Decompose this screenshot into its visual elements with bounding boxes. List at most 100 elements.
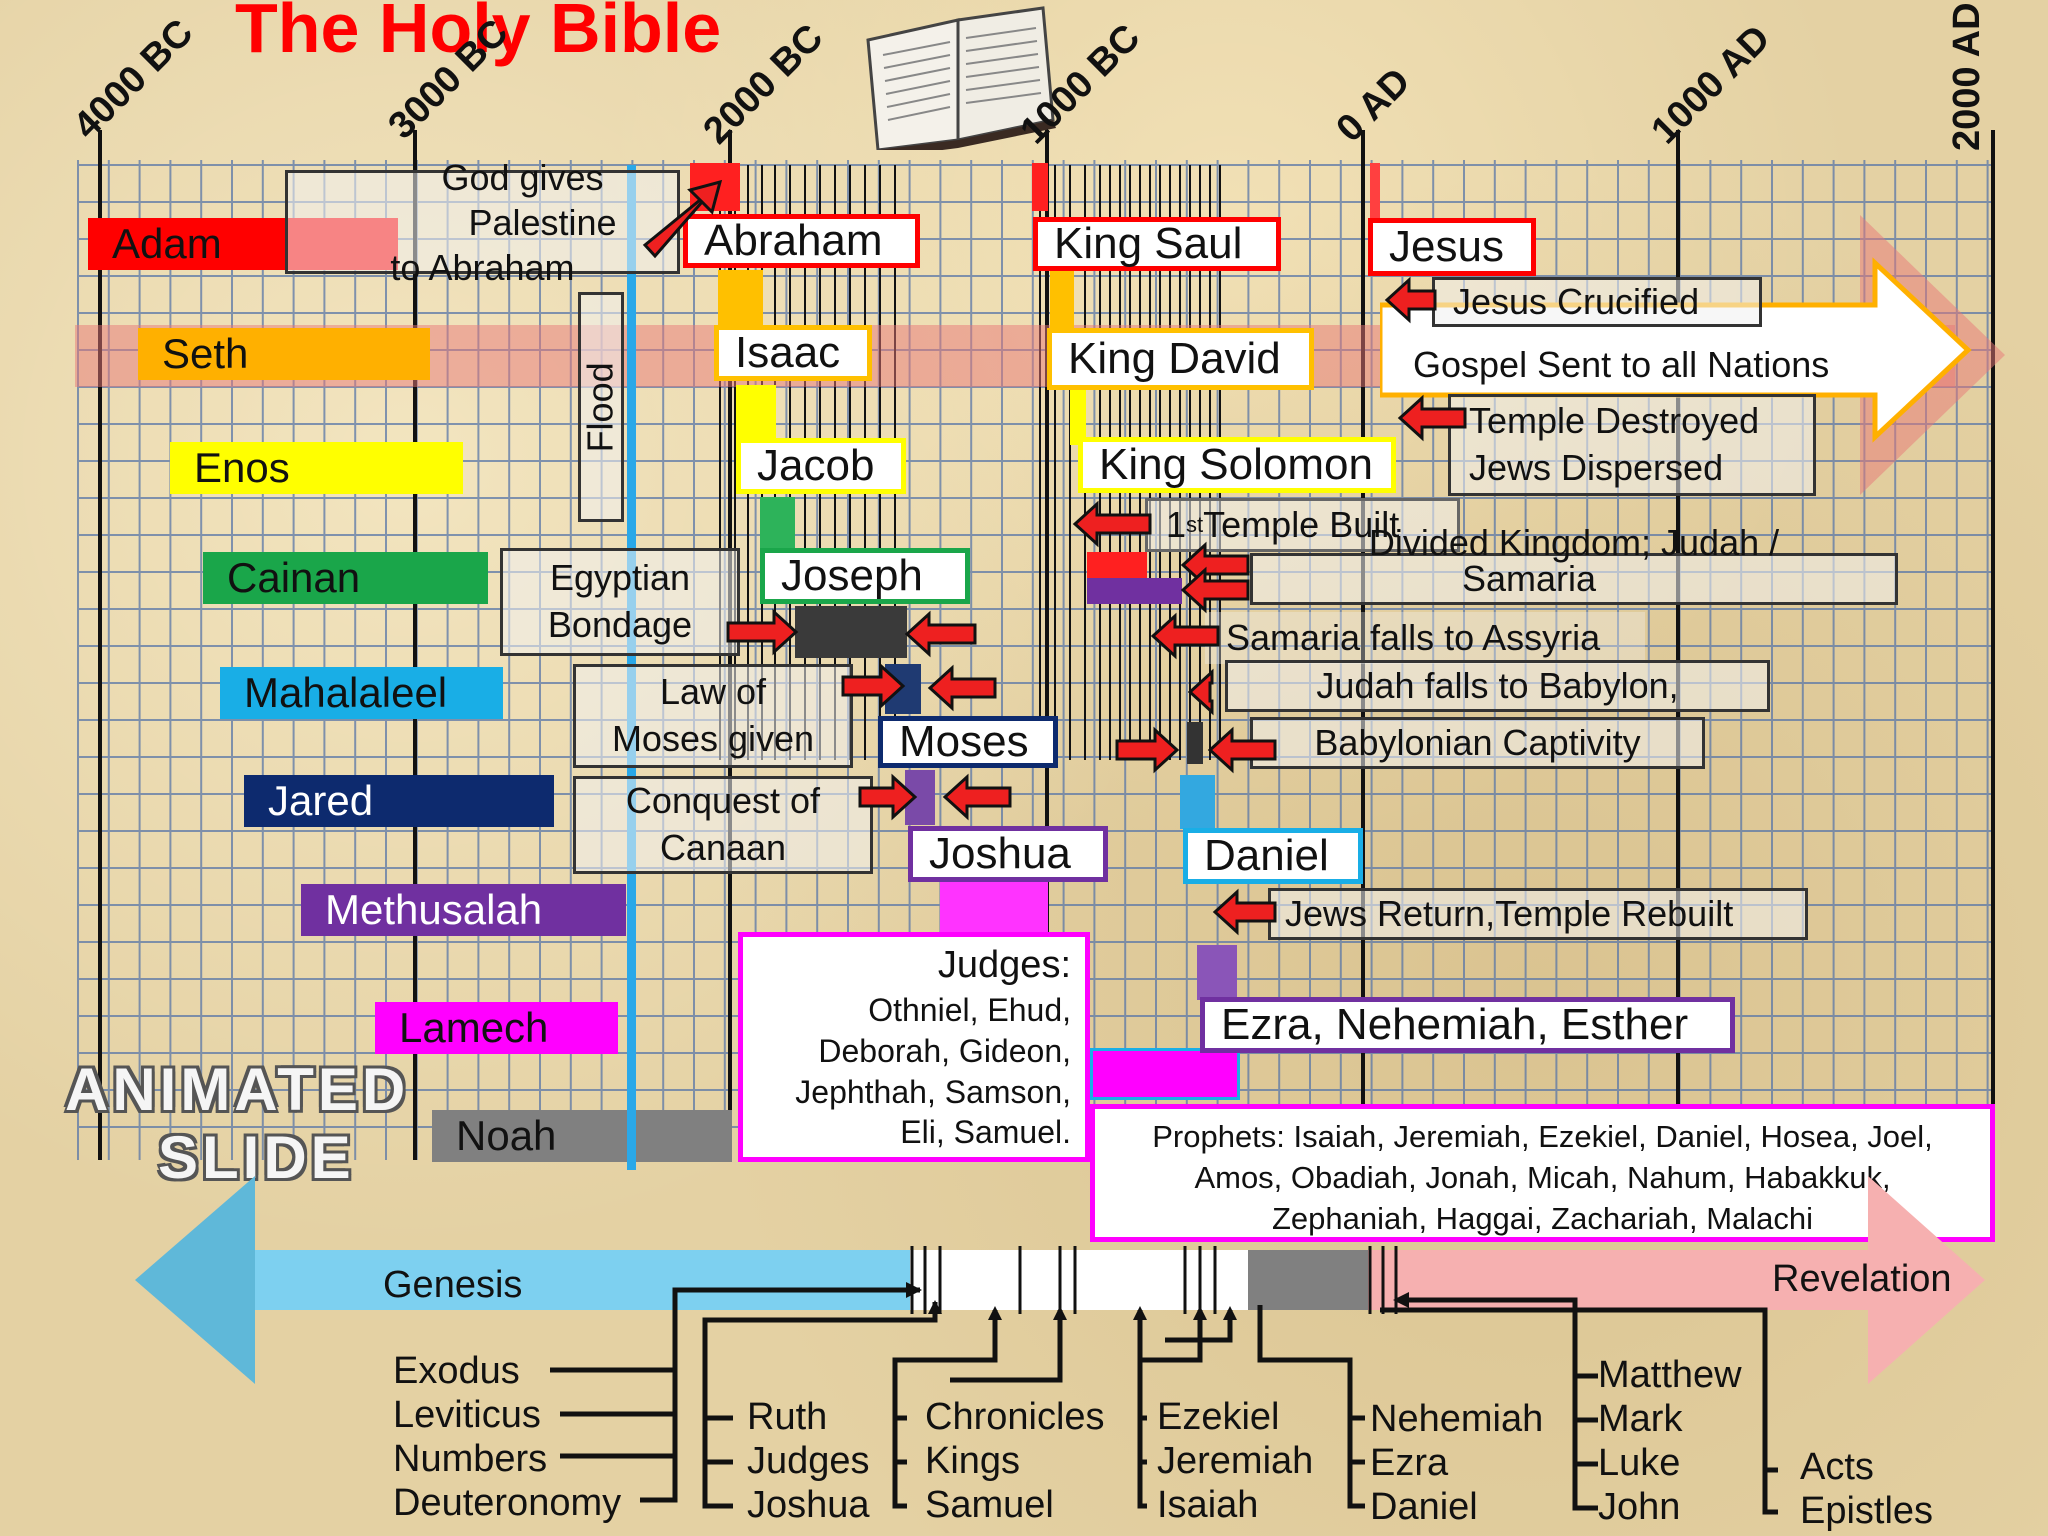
book-label: Ruth <box>747 1396 828 1438</box>
destroyed-line-1: Temple Destroyed <box>1469 400 1760 442</box>
book-label: Jeremiah <box>1157 1440 1314 1482</box>
figure-box: King Solomon <box>1078 437 1396 493</box>
figure-box: Ezra, Nehemiah, Esther <box>1200 997 1735 1053</box>
captivity-label: Babylonian Captivity <box>1314 721 1641 763</box>
patriarch-bar: Mahalaleel <box>220 667 503 719</box>
jesus-span <box>1370 163 1380 221</box>
patriarch-bar: Jared <box>244 775 554 827</box>
patriarch-bar: Cainan <box>203 552 488 604</box>
figure-box: King Saul <box>1033 217 1281 271</box>
book-label: Deuteronomy <box>393 1482 622 1524</box>
prophets-line-2: Amos, Obadiah, Jonah, Micah, Nahum, Haba… <box>1194 1159 1891 1195</box>
figure-name: King Saul <box>1054 219 1243 268</box>
divided-line-1: Divided Kingdom; Judah / <box>1368 522 1780 563</box>
crucified-note: Jesus Crucified <box>1432 277 1762 327</box>
judges-line-2: Deborah, Gideon, <box>818 1032 1071 1069</box>
red-arrow <box>841 662 906 710</box>
book-label: Leviticus <box>393 1394 541 1436</box>
figure-box: Gospel Sent to all Nations <box>1395 337 1885 393</box>
captivity-span <box>1187 722 1203 764</box>
book-label: Kings <box>925 1440 1021 1482</box>
book-label: Daniel <box>1370 1486 1478 1528</box>
egyptian-line-1: Egyptian <box>549 557 691 599</box>
book-label: Chronicles <box>925 1396 1105 1438</box>
figure-name: Ezra, Nehemiah, Esther <box>1221 1000 1689 1049</box>
red-arrow <box>1150 612 1220 660</box>
law-line-2: Moses given <box>611 718 815 759</box>
red-arrow <box>942 773 1012 821</box>
patriarch-bar: Lamech <box>375 1002 618 1054</box>
judges-box: Judges: Othniel, Ehud, Deborah, Gideon, … <box>738 932 1090 1162</box>
judges-line-3: Jephthah, Samson, <box>795 1073 1071 1110</box>
god-gives-line-3: to Abraham <box>390 246 575 288</box>
god-gives-line-1: God gives <box>441 156 604 198</box>
patriarch-bar: Methusalah <box>301 884 626 936</box>
figure-box: Jacob <box>736 438 906 494</box>
divided-samaria-span <box>1087 578 1182 604</box>
book-label: Joshua <box>747 1484 870 1526</box>
page-title: The Holy Bible <box>235 0 722 67</box>
book-label: Exodus <box>393 1350 520 1392</box>
patriarch-bar: Seth <box>138 328 430 380</box>
genesis-label: Genesis <box>383 1264 523 1306</box>
conquest-note: Conquest of Canaan <box>573 776 873 874</box>
bible-icon <box>866 6 1056 150</box>
figure-box: Isaac <box>714 325 872 381</box>
solomon-span <box>1070 385 1086 445</box>
patriarch-bar: Noah <box>432 1110 732 1162</box>
figure-box: King David <box>1047 328 1314 390</box>
patriarch-name: Cainan <box>227 554 361 601</box>
patriarch-name: Seth <box>162 330 249 377</box>
patriarch-bar: Enos <box>170 442 463 494</box>
red-arrow <box>1187 668 1214 716</box>
judges-line-4: Eli, Samuel. <box>900 1114 1071 1151</box>
figure-box: Joshua <box>908 826 1108 882</box>
temple-built-label: Temple Built <box>1203 503 1400 545</box>
temple-built-ordinal: 1 <box>1166 503 1187 545</box>
judges-heading: Judges: <box>937 944 1071 986</box>
figure-name: Isaac <box>735 328 841 377</box>
red-arrow <box>1212 888 1277 936</box>
book-label: Luke <box>1598 1442 1681 1484</box>
divided-kingdom-note: Divided Kingdom; Judah /Samaria <box>1250 525 1898 605</box>
book-label: Epistles <box>1800 1490 1934 1532</box>
watermark-line-1: ANIMATED <box>65 1056 410 1123</box>
conquest-line-2: Canaan <box>659 827 787 868</box>
book-label: Samuel <box>925 1484 1054 1526</box>
captivity-note: Babylonian Captivity <box>1250 717 1705 769</box>
david-span <box>1050 270 1074 330</box>
jews-return-label: Jews Return,Temple Rebuilt <box>1285 892 1734 934</box>
red-arrow <box>927 664 997 712</box>
patriarch-name: Noah <box>456 1112 557 1159</box>
divided-judah-span <box>1087 552 1147 580</box>
red-arrow <box>1115 726 1180 774</box>
saul-span <box>1032 163 1048 211</box>
bondage-span <box>795 606 907 658</box>
ezra-span <box>1197 945 1237 1000</box>
red-arrow <box>1397 394 1467 442</box>
patriarch-name: Adam <box>112 220 222 267</box>
crucified-label: Jesus Crucified <box>1453 280 1700 322</box>
destroyed-line-2: Jews Dispersed <box>1469 447 1724 488</box>
god-gives-line-2: Palestine <box>468 201 617 243</box>
figure-box: Abraham <box>683 214 920 268</box>
judges-span <box>940 878 1048 938</box>
conquest-line-1: Conquest of <box>625 780 821 822</box>
book-label: Isaiah <box>1157 1484 1259 1526</box>
figure-box: Joseph <box>760 548 970 604</box>
samaria-falls-label: Samaria falls to Assyria <box>1226 616 1601 658</box>
figure-name: King Solomon <box>1099 440 1373 489</box>
patriarch-name: Enos <box>194 444 290 491</box>
judah-falls-note: Judah falls to Babylon, <box>1225 660 1770 712</box>
red-arrow <box>726 608 799 656</box>
prophets-box: Prophets: Isaiah, Jeremiah, Ezekiel, Dan… <box>1090 1104 1995 1242</box>
figure-box: Moses <box>878 716 1058 768</box>
patriarch-name: Jared <box>268 777 374 824</box>
red-arrow <box>1207 726 1277 774</box>
figure-name: Abraham <box>704 216 883 265</box>
book-label: Judges <box>747 1440 870 1482</box>
figure-name: Jesus <box>1389 222 1504 271</box>
